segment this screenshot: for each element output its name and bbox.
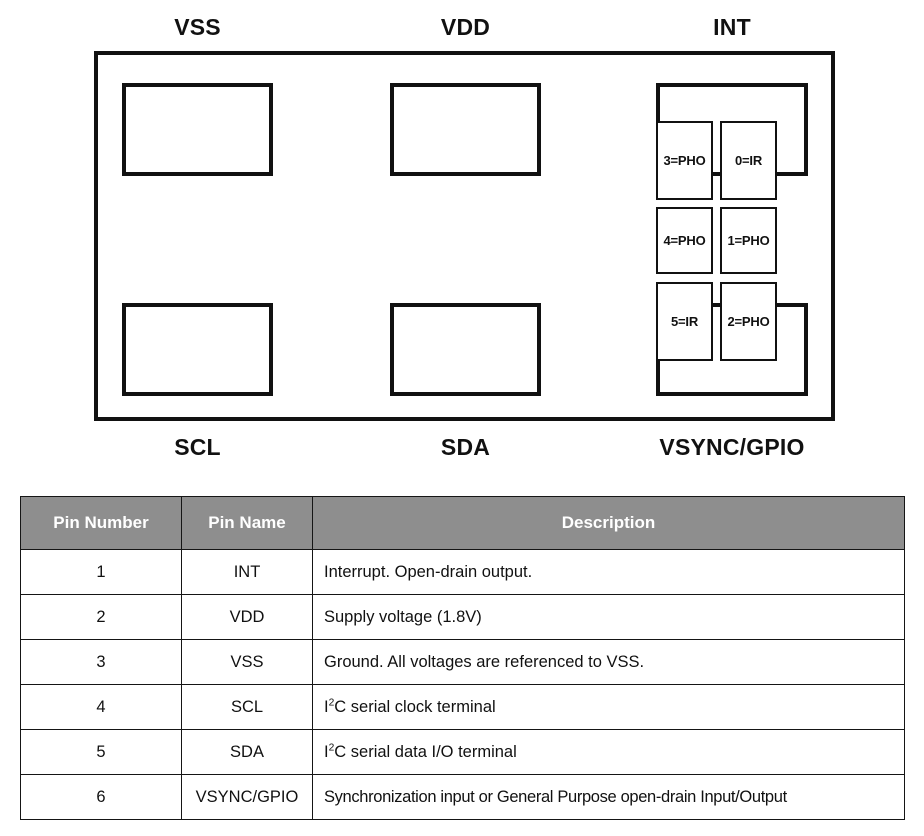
- cell-description: Supply voltage (1.8V): [312, 594, 905, 640]
- cell-pin-name: VSYNC/GPIO: [181, 774, 313, 820]
- sensor-cell-2: 2=PHO: [720, 282, 777, 361]
- cell-pin-number: 1: [20, 549, 182, 595]
- pin-label-top-vdd: VDD: [440, 14, 491, 40]
- sensor-cell-4: 4=PHO: [656, 207, 713, 274]
- sensor-cell-5-label: 5=IR: [670, 314, 699, 329]
- cell-pin-number: 3: [20, 639, 182, 685]
- pin-label-top-vss: VSS: [174, 14, 221, 40]
- cell-pin-number: 2: [20, 594, 182, 640]
- description-text-pre: I: [324, 697, 329, 716]
- header-pin-name: Pin Name: [181, 496, 313, 550]
- pin-label-bottom-sda: SDA: [440, 434, 491, 460]
- pin-label-top-int: INT: [713, 14, 751, 40]
- cell-description: I2C serial data I/O terminal: [312, 729, 905, 775]
- sensor-cell-3-label: 3=PHO: [663, 153, 706, 168]
- table-header-row: Pin Number Pin Name Description: [20, 496, 905, 550]
- cell-pin-name: VDD: [181, 594, 313, 640]
- sensor-cell-0-label: 0=IR: [734, 153, 763, 168]
- cell-description: Interrupt. Open-drain output.: [312, 549, 905, 595]
- sensor-cell-4-label: 4=PHO: [663, 233, 706, 248]
- sensor-cell-3: 3=PHO: [656, 121, 713, 200]
- cell-pin-name: INT: [181, 549, 313, 595]
- cell-pin-name: VSS: [181, 639, 313, 685]
- description-text-post: C serial data I/O terminal: [334, 742, 517, 761]
- cell-description: I2C serial clock terminal: [312, 684, 905, 730]
- cell-pin-number: 5: [20, 729, 182, 775]
- cell-description: Synchronization input or General Purpose…: [312, 774, 905, 820]
- sensor-cell-1: 1=PHO: [720, 207, 777, 274]
- cell-pin-name: SDA: [181, 729, 313, 775]
- sensor-cell-1-label: 1=PHO: [727, 233, 770, 248]
- package-pinout-diagram: VSS VDD INT 3=PHO 0=IR 4=PHO 1=PHO 5=IR …: [94, 14, 835, 460]
- sensor-cell-5: 5=IR: [656, 282, 713, 361]
- header-pin-number: Pin Number: [20, 496, 182, 550]
- description-superscript: 2: [328, 742, 335, 753]
- pad-sda: [390, 303, 541, 396]
- pin-label-bottom-vsync-gpio: VSYNC/GPIO: [659, 434, 805, 460]
- cell-pin-number: 6: [20, 774, 182, 820]
- pad-vss: [122, 83, 273, 176]
- pin-label-bottom-scl: SCL: [174, 434, 221, 460]
- pad-scl: [122, 303, 273, 396]
- cell-pin-number: 4: [20, 684, 182, 730]
- description-text-post: C serial clock terminal: [334, 697, 496, 716]
- sensor-cell-0: 0=IR: [720, 121, 777, 200]
- cell-pin-name: SCL: [181, 684, 313, 730]
- description-text-pre: I: [324, 742, 329, 761]
- header-description: Description: [312, 496, 905, 550]
- cell-description: Ground. All voltages are referenced to V…: [312, 639, 905, 685]
- description-superscript: 2: [328, 697, 335, 708]
- pad-vdd: [390, 83, 541, 176]
- sensor-cell-2-label: 2=PHO: [727, 314, 770, 329]
